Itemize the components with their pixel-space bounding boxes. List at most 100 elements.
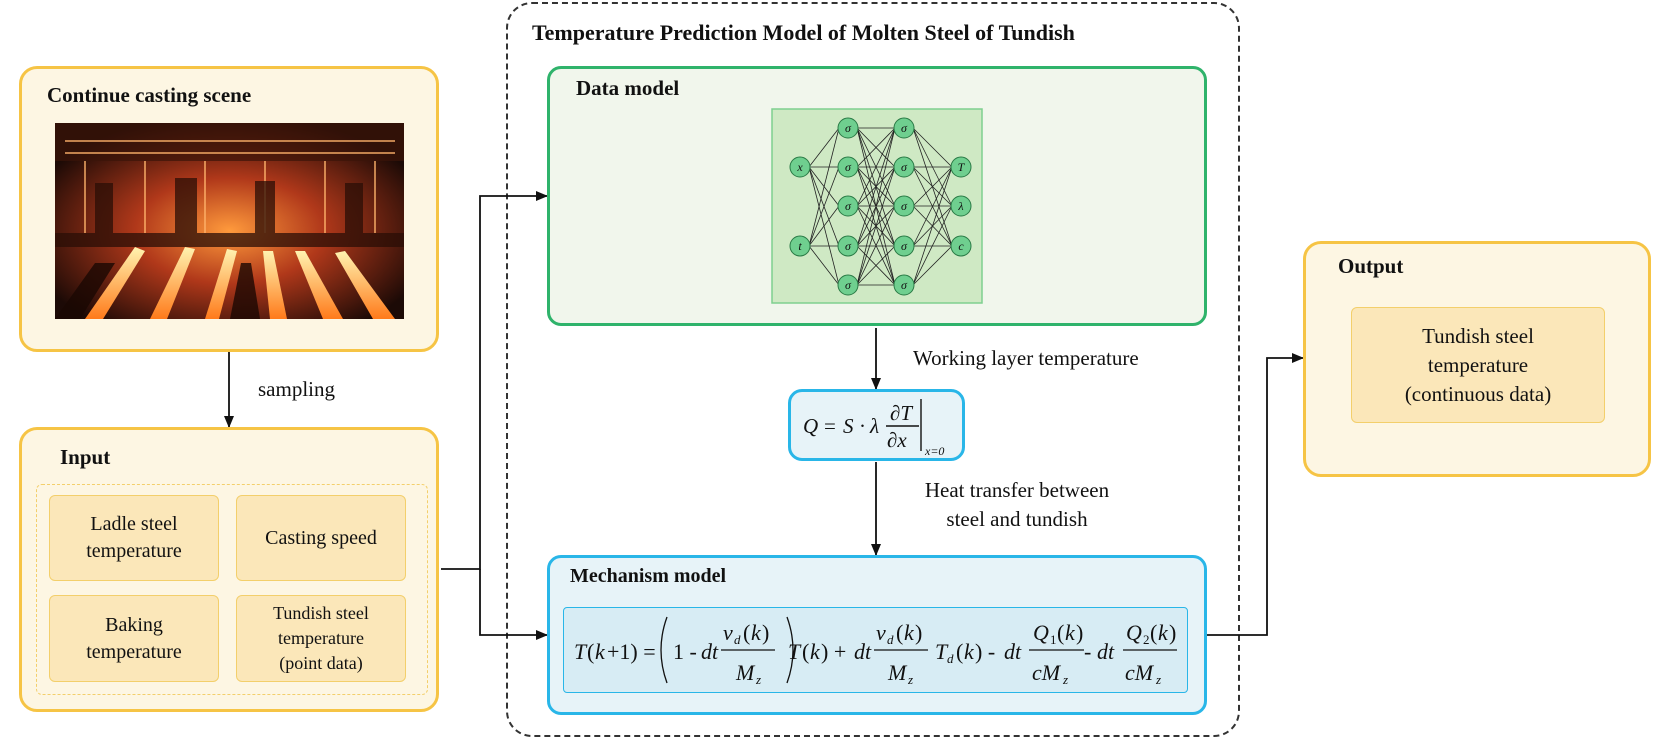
- svg-text:k: k: [904, 620, 915, 645]
- svg-text:): ): [1169, 620, 1176, 645]
- svg-text:Q: Q: [1126, 620, 1142, 645]
- sampling-label: sampling: [258, 377, 335, 401]
- svg-text:k: k: [964, 639, 975, 664]
- arrow-input-to-mechanism-model: [479, 569, 548, 640]
- nn-hidden-node: σ: [893, 117, 915, 139]
- svg-text:): ): [1076, 620, 1083, 645]
- svg-text:k: k: [1158, 620, 1169, 645]
- nn-hidden-node: σ: [893, 156, 915, 178]
- svg-text:k: k: [595, 639, 606, 664]
- svg-text:z: z: [1062, 672, 1068, 687]
- svg-text:σ: σ: [901, 199, 908, 213]
- svg-text:): ): [762, 620, 769, 645]
- svg-text:σ: σ: [901, 239, 908, 253]
- nn-hidden-node: σ: [893, 235, 915, 257]
- svg-text:v: v: [723, 620, 733, 645]
- input-title: Input: [60, 445, 111, 469]
- nn-hidden-node: σ: [837, 274, 859, 296]
- svg-text:σ: σ: [845, 160, 852, 174]
- svg-text:c: c: [958, 239, 964, 253]
- svg-text:1 -: 1 -: [673, 639, 697, 664]
- svg-text:T: T: [788, 639, 802, 664]
- svg-text:T: T: [958, 160, 966, 174]
- svg-text:v: v: [876, 620, 886, 645]
- svg-text:(: (: [1150, 620, 1157, 645]
- svg-text:dt: dt: [854, 639, 872, 664]
- svg-text:-: -: [1084, 639, 1091, 664]
- heat-flux-equation: Q = S · λ ∂T ∂x x=0: [803, 399, 944, 458]
- svg-text:σ: σ: [845, 278, 852, 292]
- svg-text:cM: cM: [1125, 660, 1155, 685]
- svg-text:d: d: [947, 651, 954, 666]
- nn-output-node: T: [950, 156, 972, 178]
- svg-text:Q: Q: [1033, 620, 1049, 645]
- nn-input-node: t: [789, 235, 811, 257]
- svg-text:) -: ) -: [975, 639, 995, 664]
- nn-hidden-node: σ: [837, 195, 859, 217]
- svg-text:S: S: [843, 414, 854, 438]
- svg-text:x: x: [796, 160, 803, 174]
- nn-connections: [808, 127, 953, 286]
- svg-text:(: (: [743, 620, 750, 645]
- svg-text:M: M: [887, 660, 908, 685]
- heat-flux-equation-box: [788, 389, 965, 461]
- output-title: Output: [1338, 254, 1404, 278]
- nn-output-node: c: [950, 235, 972, 257]
- svg-text:∂T: ∂T: [890, 401, 913, 425]
- nn-hidden-node: σ: [837, 156, 859, 178]
- svg-text:σ: σ: [845, 199, 852, 213]
- svg-text:T: T: [935, 639, 949, 664]
- prediction-model-title: Temperature Prediction Model of Molten S…: [532, 20, 1075, 45]
- svg-text:σ: σ: [901, 160, 908, 174]
- svg-text:σ: σ: [901, 278, 908, 292]
- svg-text:·: ·: [859, 414, 866, 438]
- svg-text:d: d: [734, 632, 741, 647]
- prediction-model-container: [506, 2, 1240, 737]
- svg-text:dt: dt: [1004, 639, 1022, 664]
- svg-text:t: t: [798, 239, 802, 253]
- svg-text:T: T: [574, 639, 588, 664]
- svg-text:k: k: [751, 620, 762, 645]
- nn-input-node: x: [789, 156, 811, 178]
- svg-text:(: (: [1057, 620, 1064, 645]
- svg-text:d: d: [887, 632, 894, 647]
- nn-output-node: λ: [950, 195, 972, 217]
- svg-text:(: (: [896, 620, 903, 645]
- svg-text:=: =: [824, 414, 836, 438]
- nn-hidden-node: σ: [837, 235, 859, 257]
- svg-text:) +: ) +: [821, 639, 846, 664]
- svg-text:): ): [915, 620, 922, 645]
- nn-hidden-node: σ: [893, 274, 915, 296]
- nn-hidden-node: σ: [893, 195, 915, 217]
- arrow-mechanism-to-output: [1206, 353, 1304, 636]
- heat-transfer-label: Heat transfer between steel and tundish: [924, 478, 1110, 531]
- svg-text:k: k: [1065, 620, 1076, 645]
- svg-text:k: k: [810, 639, 821, 664]
- svg-text:cM: cM: [1032, 660, 1062, 685]
- nn-hidden-node: σ: [837, 117, 859, 139]
- working-layer-temperature-label: Working layer temperature: [913, 346, 1139, 370]
- svg-text:λ: λ: [869, 414, 879, 438]
- svg-text:σ: σ: [901, 121, 908, 135]
- svg-text:1: 1: [1050, 632, 1057, 647]
- data-model-title: Data model: [576, 76, 680, 100]
- mechanism-model-title: Mechanism model: [570, 565, 727, 587]
- svg-text:∂x: ∂x: [887, 428, 907, 452]
- input-casting-speed: Casting speed: [236, 495, 406, 581]
- svg-text:2: 2: [1143, 632, 1150, 647]
- svg-text:x=0: x=0: [924, 444, 944, 458]
- svg-text:(: (: [956, 639, 963, 664]
- svg-text:z: z: [907, 672, 913, 687]
- arrow-input-to-data-model: [441, 191, 548, 570]
- svg-text:(: (: [802, 639, 809, 664]
- svg-text:M: M: [735, 660, 756, 685]
- svg-text:σ: σ: [845, 239, 852, 253]
- svg-text:dt: dt: [701, 639, 719, 664]
